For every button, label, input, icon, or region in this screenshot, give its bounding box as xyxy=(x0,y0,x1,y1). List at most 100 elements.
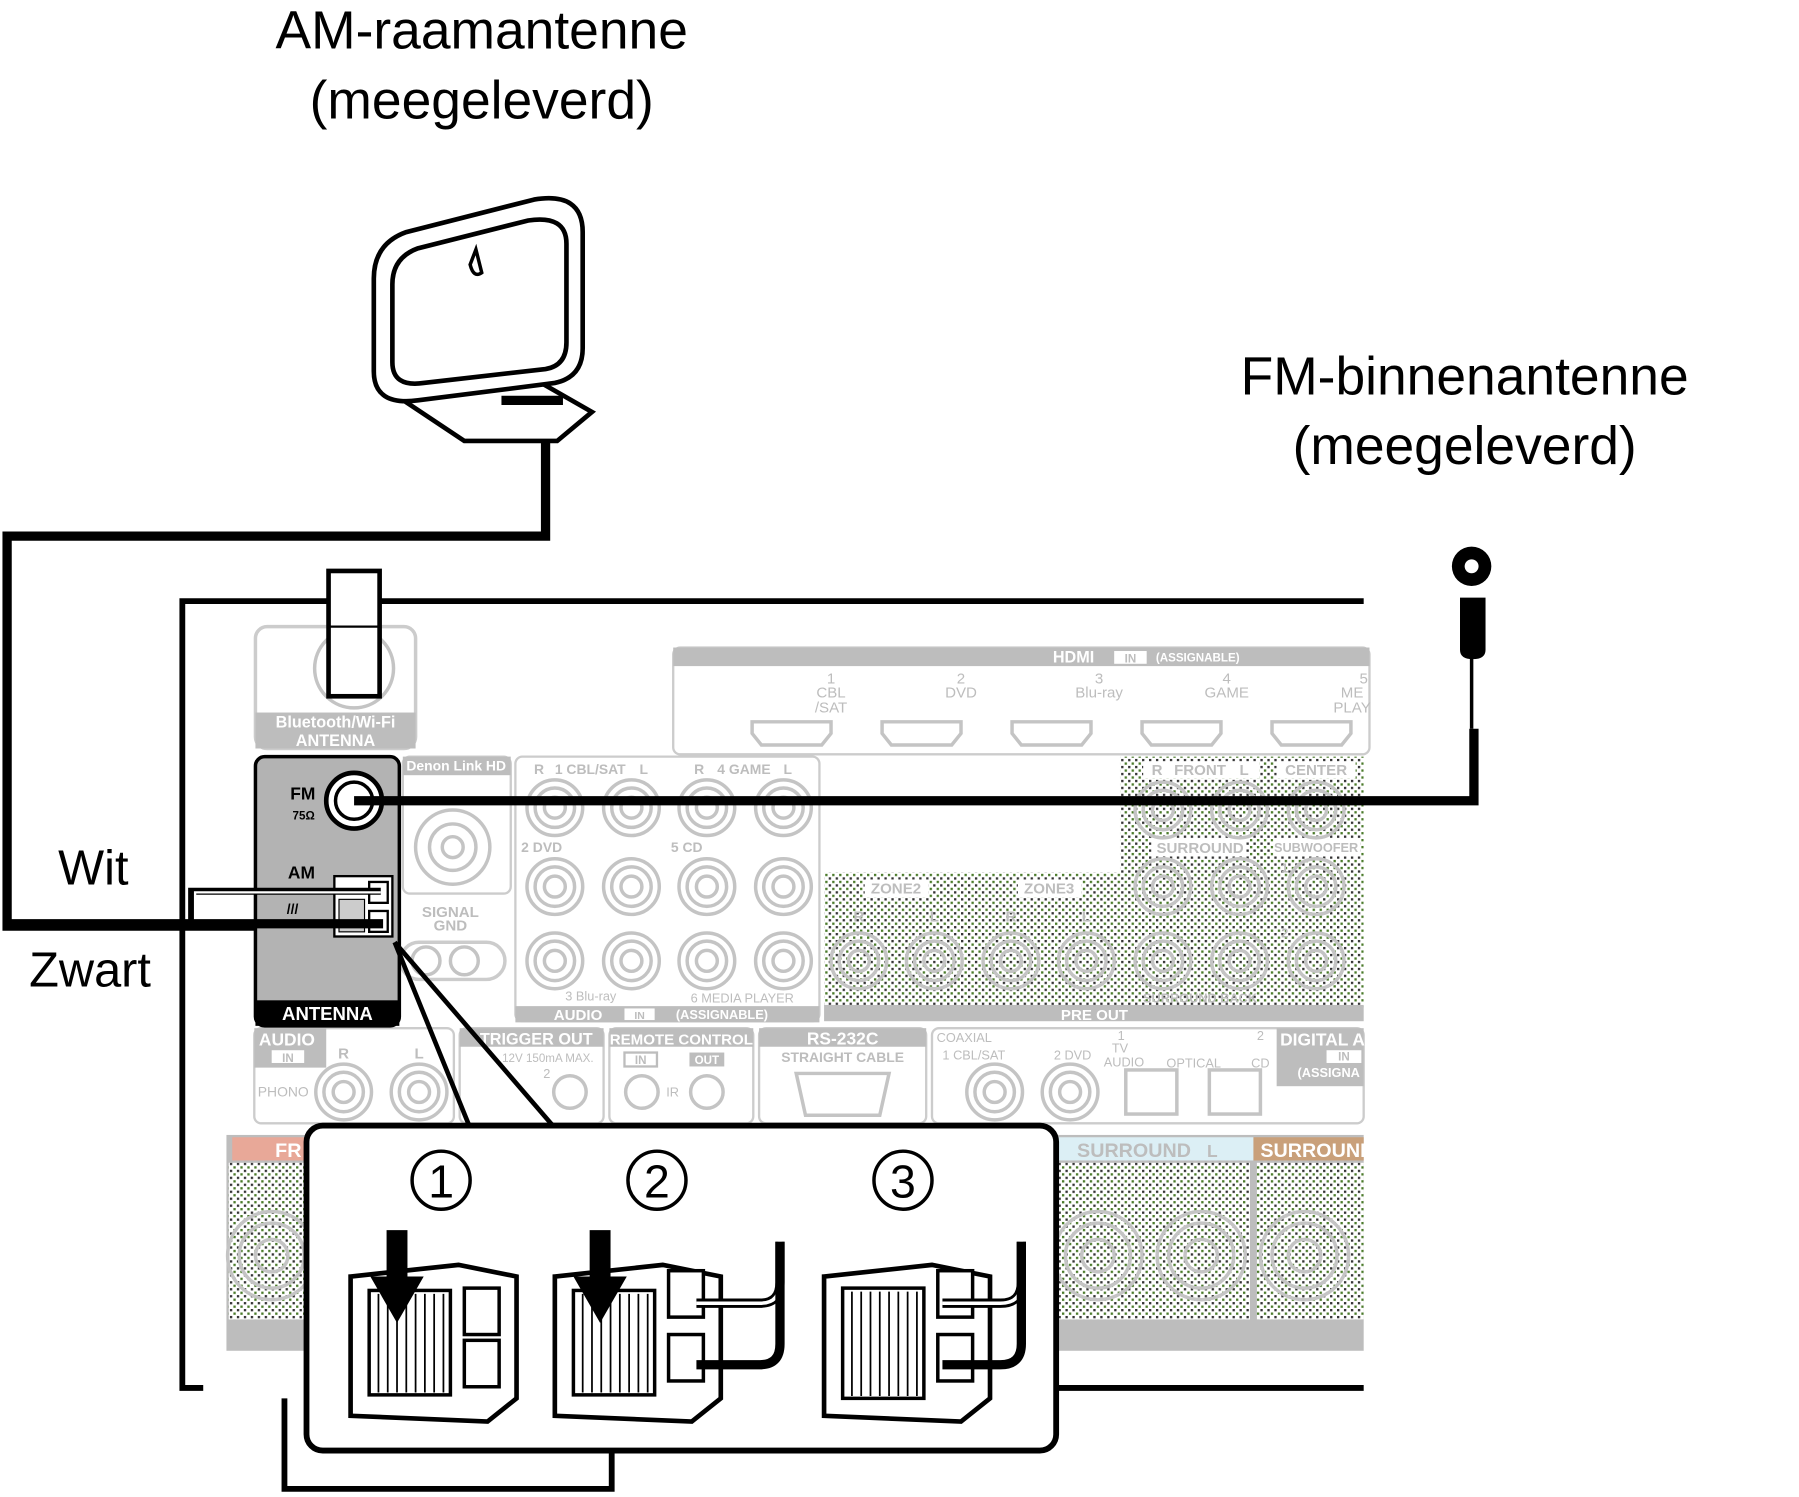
svg-text:(ASSIGNABLE): (ASSIGNABLE) xyxy=(676,1007,768,1022)
svg-text:SURROUND BACK: SURROUND BACK xyxy=(1143,991,1258,1006)
svg-text:R: R xyxy=(1005,908,1016,925)
svg-text:FM: FM xyxy=(290,784,315,804)
svg-text:///: /// xyxy=(287,900,299,916)
press-arrow-icon xyxy=(370,1230,424,1323)
svg-text:(meegeleverd): (meegeleverd) xyxy=(310,71,654,130)
svg-text:IN: IN xyxy=(1125,653,1137,666)
svg-text:AUDIO: AUDIO xyxy=(259,1030,315,1050)
svg-text:CENTER: CENTER xyxy=(1285,762,1347,779)
trigger-out: TRIGGER OUT 12V 150mA MAX. 2 xyxy=(458,1027,605,1125)
svg-text:Denon Link HD: Denon Link HD xyxy=(406,758,506,774)
svg-text:TRIGGER OUT: TRIGGER OUT xyxy=(480,1030,593,1048)
svg-text:1: 1 xyxy=(827,671,835,688)
svg-text:AUDIO: AUDIO xyxy=(554,1007,603,1024)
svg-text:1 CBL/SAT: 1 CBL/SAT xyxy=(555,761,626,777)
svg-text:AUDIO: AUDIO xyxy=(1104,1054,1144,1069)
svg-text:1: 1 xyxy=(1281,861,1288,876)
rs-232c-port: RS-232C STRAIGHT CABLE xyxy=(757,1027,928,1125)
fm-indoor-antenna-icon xyxy=(1451,546,1492,660)
svg-text:STRAIGHT CABLE: STRAIGHT CABLE xyxy=(781,1049,904,1065)
fm-antenna-cable xyxy=(354,728,1479,806)
svg-text:IN: IN xyxy=(282,1052,294,1065)
svg-text:AM: AM xyxy=(288,862,315,882)
svg-text:L: L xyxy=(1082,908,1091,925)
svg-text:L: L xyxy=(640,761,649,777)
svg-text:OPTICAL: OPTICAL xyxy=(1166,1056,1221,1071)
svg-text:CBL: CBL xyxy=(816,684,845,701)
wifi-antenna-stick-icon xyxy=(326,568,382,699)
svg-text:IN: IN xyxy=(635,1054,647,1067)
svg-text:FR: FR xyxy=(275,1140,301,1162)
svg-text:ANTENNA: ANTENNA xyxy=(282,1003,373,1024)
svg-text:2: 2 xyxy=(957,671,965,688)
svg-text:L: L xyxy=(783,761,792,777)
svg-text:R: R xyxy=(694,761,704,777)
svg-text:L: L xyxy=(1207,1141,1218,1161)
press-arrow-icon xyxy=(573,1230,627,1323)
svg-text:DVD: DVD xyxy=(945,684,977,701)
svg-text:GAME: GAME xyxy=(1205,684,1249,701)
svg-text:4 GAME: 4 GAME xyxy=(717,761,770,777)
am-antenna-title: AM-raamantenne (meegeleverd) xyxy=(276,2,688,131)
svg-text:3: 3 xyxy=(890,1156,916,1208)
svg-text:HDMI: HDMI xyxy=(1053,649,1094,667)
svg-text:5 CD: 5 CD xyxy=(671,839,703,855)
am-loop-antenna-icon xyxy=(371,196,597,444)
receiver-rear-panel-outline xyxy=(179,598,1364,1391)
remote-control-ports: REMOTE CONTROL IN OUT IR xyxy=(608,1027,755,1125)
svg-text:L: L xyxy=(930,908,939,925)
svg-text:ZONE2: ZONE2 xyxy=(871,881,921,898)
svg-text:FM-binnenantenne: FM-binnenantenne xyxy=(1241,348,1689,407)
svg-text:3: 3 xyxy=(1095,671,1103,688)
svg-text:4: 4 xyxy=(1223,671,1231,688)
svg-text:SURROUND: SURROUND xyxy=(1260,1140,1374,1162)
svg-text:IN: IN xyxy=(1338,1051,1350,1064)
svg-text:1: 1 xyxy=(428,1156,454,1208)
svg-text:R: R xyxy=(1152,762,1163,779)
svg-text:2: 2 xyxy=(644,1156,670,1208)
svg-text:REMOTE CONTROL: REMOTE CONTROL xyxy=(610,1031,753,1048)
svg-text:/SAT: /SAT xyxy=(815,700,847,717)
step-1: 1 xyxy=(410,1149,472,1211)
svg-text:2: 2 xyxy=(543,1066,550,1081)
svg-text:PRE OUT: PRE OUT xyxy=(1061,1007,1129,1024)
svg-text:ANTENNA: ANTENNA xyxy=(296,732,376,750)
svg-text:FRONT: FRONT xyxy=(1174,762,1227,779)
svg-text:1 CBL/SAT: 1 CBL/SAT xyxy=(942,1048,1005,1063)
svg-text:CD: CD xyxy=(1251,1056,1269,1071)
svg-text:Bluetooth/Wi-Fi: Bluetooth/Wi-Fi xyxy=(276,714,396,732)
svg-text:2: 2 xyxy=(1257,1028,1264,1043)
svg-text:SURROUND: SURROUND xyxy=(1156,840,1243,857)
svg-text:TV: TV xyxy=(1112,1041,1129,1056)
svg-text:DIGITAL A: DIGITAL A xyxy=(1280,1030,1365,1050)
svg-text:IR: IR xyxy=(666,1085,679,1100)
svg-text:R: R xyxy=(853,908,864,925)
svg-text:(meegeleverd): (meegeleverd) xyxy=(1293,417,1637,476)
signal-gnd-terminal: SIGNAL GND xyxy=(398,904,507,982)
svg-text:(ASSIGNA: (ASSIGNA xyxy=(1298,1065,1360,1080)
svg-text:1: 1 xyxy=(1118,1028,1125,1043)
svg-text:5: 5 xyxy=(1359,671,1367,688)
svg-text:ME: ME xyxy=(1341,684,1364,701)
svg-text:COAXIAL: COAXIAL xyxy=(937,1030,992,1045)
am-terminal-connection-steps: 1 2 3 xyxy=(303,1122,1060,1454)
black-wire-label: Zwart xyxy=(29,943,151,997)
svg-text:SURROUND: SURROUND xyxy=(1077,1140,1191,1162)
svg-text:75Ω: 75Ω xyxy=(293,809,315,822)
svg-text:(ASSIGNABLE): (ASSIGNABLE) xyxy=(1156,651,1240,664)
white-wire-label: Wit xyxy=(58,841,129,895)
svg-text:GND: GND xyxy=(434,918,468,935)
step-3: 3 xyxy=(872,1149,934,1211)
phono-input: AUDIO IN R L PHONO xyxy=(253,1027,456,1125)
svg-text:IN: IN xyxy=(634,1011,644,1022)
svg-text:OUT: OUT xyxy=(695,1054,719,1067)
svg-text:L: L xyxy=(414,1045,423,1062)
svg-text:2 DVD: 2 DVD xyxy=(521,839,562,855)
svg-text:R: R xyxy=(534,761,544,777)
svg-text:SIGNAL: SIGNAL xyxy=(422,904,479,921)
